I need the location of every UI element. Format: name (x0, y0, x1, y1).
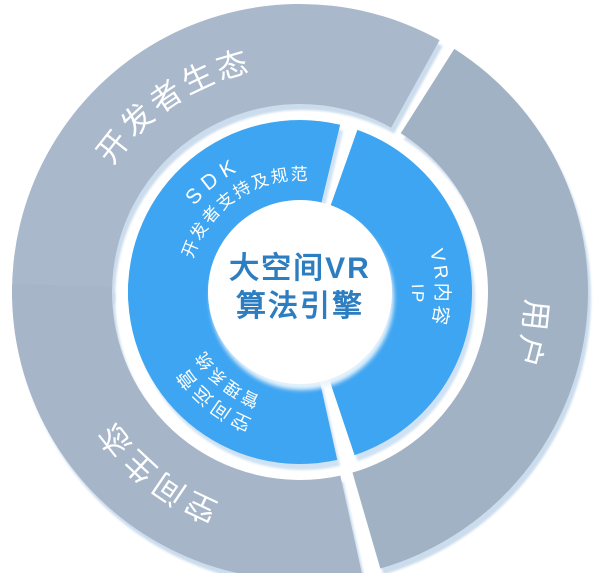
outer-segment-users (352, 48, 589, 569)
inner-segment-space-operation (128, 283, 338, 464)
outer-segment-developer-ecosystem (11, 3, 440, 301)
inner-label-vr-content-line2: IP (408, 283, 428, 304)
center-title-line1: 大空间VR (229, 252, 371, 285)
center-circle (208, 200, 392, 384)
center-title-line2: 算法引擎 (236, 289, 364, 323)
inner-segment-vr-content (329, 129, 472, 456)
outer-segment-space-ecosystem (12, 283, 362, 573)
inner-segment-sdk (128, 119, 341, 301)
